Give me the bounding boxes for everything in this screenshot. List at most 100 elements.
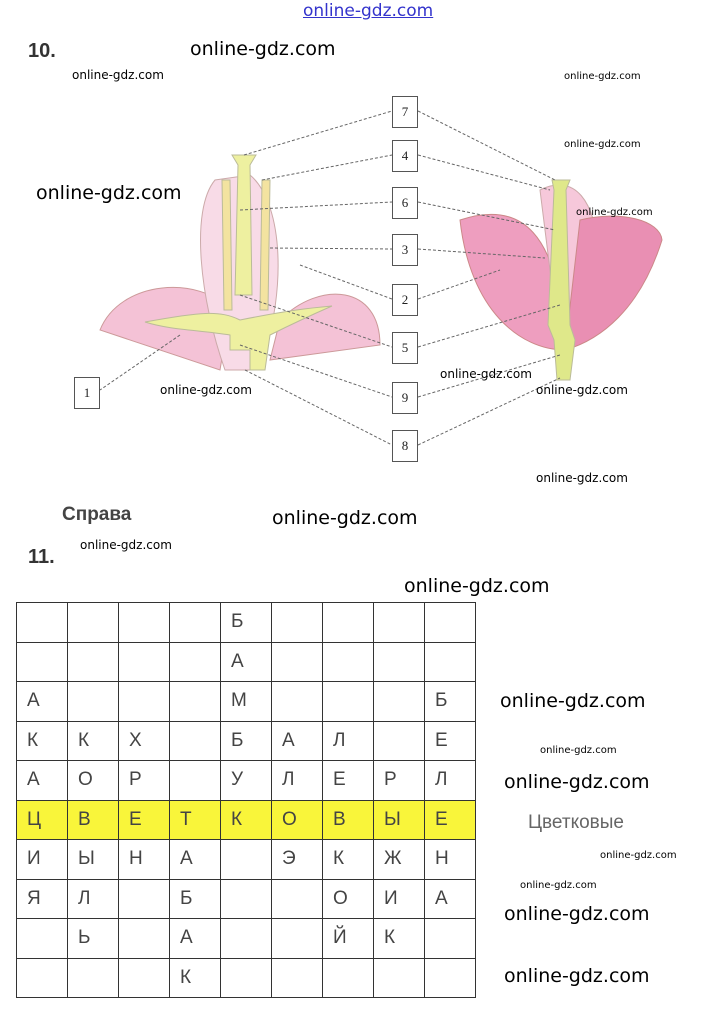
crossword-cell <box>424 641 476 682</box>
crossword-cell <box>271 957 323 998</box>
crossword-cell: У <box>220 760 272 801</box>
crossword-cell: А <box>16 681 68 722</box>
crossword-cell <box>16 602 68 643</box>
crossword-cell: Б <box>424 681 476 722</box>
crossword-cell <box>67 681 119 722</box>
crossword-cell: Б <box>220 720 272 761</box>
crossword-cell <box>322 602 374 643</box>
crossword-cell: Л <box>271 760 323 801</box>
label-box-3: 3 <box>392 234 418 266</box>
watermark: online-gdz.com <box>160 383 252 397</box>
crossword-cell: А <box>271 720 323 761</box>
crossword-cell <box>16 641 68 682</box>
crossword-cell: Е <box>424 799 476 840</box>
crossword-cell <box>271 878 323 919</box>
crossword-row: К <box>16 957 476 998</box>
crossword-cell <box>169 760 221 801</box>
crossword-cell <box>322 957 374 998</box>
right-flower <box>459 179 663 381</box>
crossword-cell: Ц <box>16 799 68 840</box>
label-box-8: 8 <box>392 430 418 462</box>
crossword-cell: Н <box>424 839 476 880</box>
crossword-cell: А <box>424 878 476 919</box>
crossword-cell <box>373 681 425 722</box>
crossword-cell: К <box>169 957 221 998</box>
crossword-cell: К <box>322 839 374 880</box>
watermark: online-gdz.com <box>504 903 650 925</box>
leader-lines <box>99 110 561 446</box>
watermark: online-gdz.com <box>564 139 641 150</box>
crossword-cell: О <box>271 799 323 840</box>
crossword-cell <box>373 641 425 682</box>
watermark: online-gdz.com <box>72 68 164 82</box>
crossword-cell: Р <box>373 760 425 801</box>
label-box-9: 9 <box>392 382 418 414</box>
crossword-cell: А <box>220 641 272 682</box>
right-caption: Справа <box>62 504 132 525</box>
crossword-cell <box>169 681 221 722</box>
crossword-cell: О <box>322 878 374 919</box>
watermark: online-gdz.com <box>36 182 182 204</box>
crossword-cell: В <box>322 799 374 840</box>
crossword-cell <box>271 602 323 643</box>
flower-diagram <box>99 110 663 446</box>
crossword-cell: Ы <box>373 799 425 840</box>
watermark: online-gdz.com <box>190 38 336 60</box>
crossword-cell: Ы <box>67 839 119 880</box>
crossword-cell <box>67 602 119 643</box>
label-box-6: 6 <box>392 187 418 219</box>
watermark: online-gdz.com <box>504 771 650 793</box>
crossword-cell: К <box>373 918 425 959</box>
crossword-cell <box>67 641 119 682</box>
crossword-cell <box>424 918 476 959</box>
crossword-cell <box>169 720 221 761</box>
crossword-cell <box>169 641 221 682</box>
crossword-cell <box>118 681 170 722</box>
crossword-cell: Р <box>118 760 170 801</box>
watermark: online-gdz.com <box>80 538 172 552</box>
label-box-2: 2 <box>392 284 418 316</box>
crossword-cell: Н <box>118 839 170 880</box>
watermark: online-gdz.com <box>504 965 650 987</box>
watermark: online-gdz.com <box>404 575 550 597</box>
crossword-cell: А <box>16 760 68 801</box>
header-watermark: online-gdz.com <box>303 1 434 21</box>
crossword-cell: А <box>169 918 221 959</box>
left-flower <box>99 154 381 371</box>
crossword-cell: Й <box>322 918 374 959</box>
crossword-cell: Л <box>322 720 374 761</box>
watermark: online-gdz.com <box>564 71 641 82</box>
crossword-row: Б <box>16 602 476 643</box>
crossword-cell <box>220 957 272 998</box>
watermark: online-gdz.com <box>272 507 418 529</box>
crossword-cell <box>373 720 425 761</box>
watermark: online-gdz.com <box>520 880 597 891</box>
crossword-cell <box>373 602 425 643</box>
crossword-cell <box>118 878 170 919</box>
crossword-cell <box>271 641 323 682</box>
crossword-cell: Е <box>424 720 476 761</box>
crossword-cell <box>424 957 476 998</box>
watermark: online-gdz.com <box>440 367 532 381</box>
crossword-cell <box>220 839 272 880</box>
crossword-cell: Х <box>118 720 170 761</box>
crossword-cell <box>118 918 170 959</box>
watermark: online-gdz.com <box>540 745 617 756</box>
crossword-cell <box>424 602 476 643</box>
crossword-cell: А <box>169 839 221 880</box>
crossword-cell: М <box>220 681 272 722</box>
crossword-cell: Б <box>169 878 221 919</box>
crossword-cell: Л <box>424 760 476 801</box>
crossword-cell: К <box>67 720 119 761</box>
crossword-cell <box>118 602 170 643</box>
watermark: online-gdz.com <box>600 850 677 861</box>
crossword-cell: И <box>373 878 425 919</box>
crossword-cell <box>16 918 68 959</box>
crossword-cell: К <box>220 799 272 840</box>
